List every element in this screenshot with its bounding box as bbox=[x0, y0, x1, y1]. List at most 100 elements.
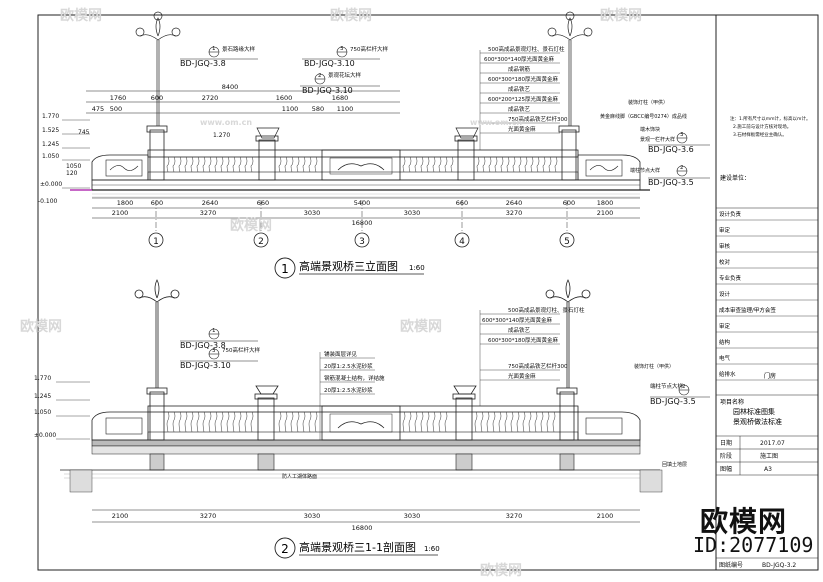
sright-1: 500高成品景观灯柱、景石灯柱 bbox=[508, 306, 585, 314]
elev-dim-top2-a: 1760 bbox=[110, 94, 127, 102]
rnote-5: 端柱节点大样 bbox=[630, 167, 660, 174]
elev-dim-top3-c: 1100 bbox=[282, 105, 299, 113]
tb-row-label: 成本审查监理/甲方会签 bbox=[719, 306, 776, 314]
watermark-2: 欧模网 bbox=[330, 8, 372, 24]
sect-dim-6: 2100 bbox=[597, 512, 614, 520]
tb-row-label: 审定 bbox=[719, 226, 731, 234]
elev-small-1050: 1050 bbox=[66, 163, 81, 170]
rnote-2: 黄金麻线脚（GBCC编号0274）成品线 bbox=[600, 113, 687, 120]
callout-1: 500高成品景观灯柱、景石灯柱 bbox=[488, 45, 565, 53]
elev-dim-bot4: 660 bbox=[257, 199, 269, 207]
tb-notes-label: 建设单位： bbox=[720, 174, 750, 182]
sect-scale: 1:60 bbox=[424, 545, 440, 553]
elev-dim-row2-5: 3270 bbox=[506, 209, 523, 217]
tag-b-num: 3 bbox=[340, 46, 344, 52]
watermark-3: 欧模网 bbox=[600, 8, 642, 24]
elev-dim-bot6: 660 bbox=[456, 199, 468, 207]
smid-1: 铺装面层详见 bbox=[324, 350, 358, 358]
snote-1: 防人工湖体路面 bbox=[282, 473, 317, 480]
elev-dim-bot1: 1800 bbox=[117, 199, 134, 207]
snote-2: 回填土地层 bbox=[662, 461, 687, 468]
title-block: 注：1.所有尺寸以mm计，标高以m计。 2.施工前与设计方核对现场。 3.石材样… bbox=[716, 115, 818, 569]
elev-dim-row2-6: 2100 bbox=[597, 209, 614, 217]
tb-note-2: 2.施工前与设计方核对现场。 bbox=[733, 123, 791, 130]
axis-label-3: 3 bbox=[359, 237, 365, 247]
callout-5: 成品铁艺 bbox=[508, 85, 531, 93]
section-view: 2100 3270 3030 3030 3270 2100 16800 1.77… bbox=[34, 279, 710, 559]
tb-project-name: 园林标准图集 bbox=[733, 407, 775, 416]
tag-c-num: 2 bbox=[318, 73, 322, 79]
rtag-b-code: BD-JGQ-3.5 bbox=[648, 178, 694, 187]
watermark-5: 欧模网 bbox=[400, 319, 442, 335]
elevation-view: 1 2 3 4 5 bbox=[38, 11, 710, 279]
callout-3: 成品钢筋 bbox=[508, 65, 531, 73]
tb-row-label: 审定 bbox=[719, 322, 731, 330]
tag-a-text: 景石路缘大样 bbox=[222, 45, 256, 53]
tb-size-label: 图幅 bbox=[720, 465, 732, 473]
elev-dim-top3-a: 475 bbox=[92, 105, 104, 113]
callout-4: 600*300*180厚光面黄金麻 bbox=[488, 75, 558, 83]
elev-dim-row2-2: 3270 bbox=[200, 209, 217, 217]
elev-small-120: 120 bbox=[66, 170, 78, 177]
tag-c-text: 景观花坛大样 bbox=[328, 71, 362, 79]
tb-row-label: 设计负责 bbox=[719, 210, 742, 218]
callout-8: 750高成品铁艺栏杆300 bbox=[508, 115, 568, 123]
elev-dim-8400: 8400 bbox=[222, 83, 239, 91]
smid-4: 20厚1:2.5水泥砂浆 bbox=[324, 386, 373, 394]
axis-label-5: 5 bbox=[564, 237, 570, 247]
sright-4: 600*300*180厚光面黄金麻 bbox=[488, 336, 558, 344]
elev-dim-bot3: 2640 bbox=[202, 199, 219, 207]
tb-drawing-name: 景观桥做法标准 bbox=[733, 417, 782, 426]
callout-7: 成品铁艺 bbox=[508, 105, 531, 113]
axis-label-1: 1 bbox=[153, 237, 159, 247]
sect-title-number: 2 bbox=[281, 542, 289, 556]
tb-designer: 门房 bbox=[764, 372, 776, 380]
tag-c-code: BD-JGQ-3.10 bbox=[302, 86, 353, 95]
watermark-6: 欧模网 bbox=[230, 218, 272, 234]
tb-project-label: 项目名称 bbox=[720, 398, 744, 406]
sright-6: 光面黄金麻 bbox=[508, 372, 536, 380]
tb-size-value: A3 bbox=[764, 466, 772, 473]
sect-level-2: 1.245 bbox=[34, 393, 51, 400]
tb-phase-value: 施工图 bbox=[760, 452, 778, 460]
rnote-4: 景观一栏杆大样 bbox=[640, 136, 675, 143]
watermark-url-2: www.om.cn bbox=[470, 118, 523, 127]
stag-c-text: 端柱节点大样 bbox=[650, 382, 684, 390]
stag-a-code: BD-JGQ-3.8 bbox=[180, 341, 226, 350]
brand-id: ID:2077109 bbox=[693, 533, 814, 557]
elev-dim-top2-b: 600 bbox=[151, 94, 163, 102]
watermark-1: 欧模网 bbox=[60, 8, 102, 24]
sect-title: 高端景观桥三1-1剖面图 bbox=[299, 540, 416, 554]
level-1245: 1.245 bbox=[42, 141, 59, 148]
elev-dim-total: 16800 bbox=[352, 219, 373, 227]
stag-b-text: 750高栏杆大样 bbox=[222, 346, 260, 354]
tb-row-label: 专业负责 bbox=[719, 274, 742, 282]
elev-scale: 1:60 bbox=[409, 264, 425, 272]
sect-level-1: 1.770 bbox=[34, 375, 51, 382]
watermark-7: 欧模网 bbox=[480, 563, 522, 579]
tb-row-label: 电气 bbox=[719, 354, 731, 362]
sright-5: 750高成品铁艺栏杆300 bbox=[508, 362, 568, 370]
tag-b-text: 750高栏杆大样 bbox=[350, 45, 388, 53]
stag-c-num: 2 bbox=[682, 384, 686, 390]
level-1050: 1.050 bbox=[42, 153, 59, 160]
stag-a-num: 1 bbox=[212, 328, 216, 334]
tb-sheet-label: 图纸编号 bbox=[719, 561, 743, 569]
tb-row-label: 结构 bbox=[719, 338, 731, 346]
rtag-a-code: BD-JGQ-3.6 bbox=[648, 145, 694, 154]
elev-dim-bot2: 600 bbox=[151, 199, 163, 207]
elev-title-number: 1 bbox=[281, 262, 289, 276]
elev-dim-bot7: 2640 bbox=[506, 199, 523, 207]
watermark-url-1: www.om.cn bbox=[200, 118, 253, 127]
tb-row-label: 校对 bbox=[719, 258, 731, 266]
elev-small-1270: 1.270 bbox=[213, 132, 230, 139]
rnote-1: 装饰灯柱（甲供） bbox=[628, 99, 668, 106]
callout-6: 600*200*125厚光面黄金麻 bbox=[488, 95, 558, 103]
elev-dim-top2-c: 2720 bbox=[202, 94, 219, 102]
watermark-4: 欧模网 bbox=[20, 319, 62, 335]
rnote-3: 端木饰块 bbox=[640, 126, 660, 133]
level-minus: -0.100 bbox=[38, 198, 58, 205]
axis-label-4: 4 bbox=[459, 237, 465, 247]
snote-right: 装饰灯柱（甲供） bbox=[634, 363, 674, 370]
